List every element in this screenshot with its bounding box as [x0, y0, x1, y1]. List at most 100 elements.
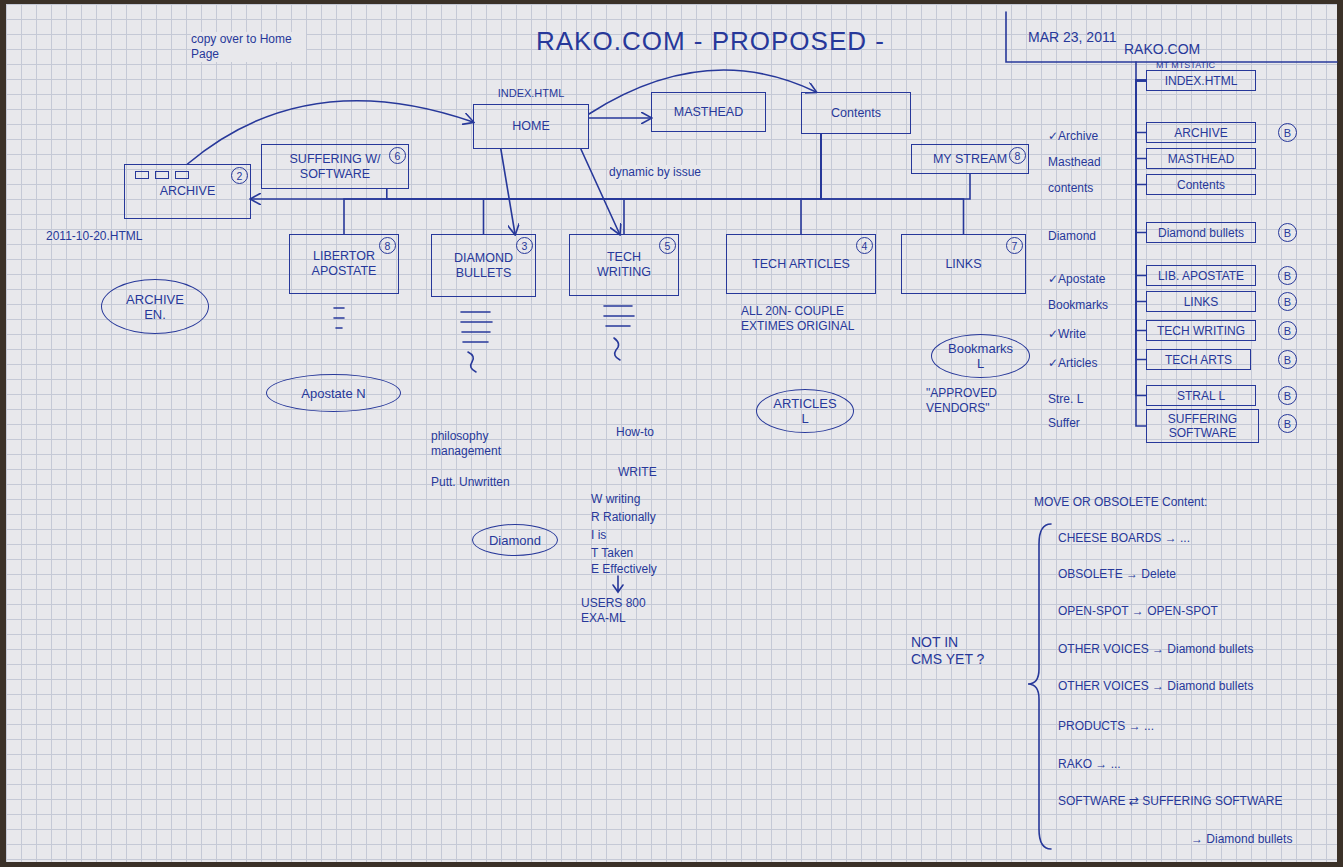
- file-box: SUFFERING SOFTWARE: [1146, 409, 1259, 443]
- text-holder: RAKO.COM: [1124, 40, 1200, 58]
- edge-label: copy over to Home Page: [191, 32, 306, 62]
- connector: [1136, 81, 1146, 276]
- text-holder: NOT IN CMS YET ?: [911, 634, 986, 668]
- page-box: SUFFERING W/ SOFTWARE6: [261, 144, 409, 189]
- note-text: Suffer: [1048, 416, 1080, 431]
- node-label: B: [1284, 268, 1291, 284]
- node-label: MY STREAM: [933, 152, 1007, 167]
- note-text: philosophy management: [431, 429, 526, 459]
- node-label: ARCHIVE EN.: [116, 292, 194, 322]
- file-box: MASTHEAD: [1146, 148, 1256, 169]
- node-label: LINKS: [945, 257, 981, 272]
- brace: [1028, 524, 1051, 849]
- note-text: "APPROVED VENDORS": [926, 386, 1026, 416]
- note-text: CHEESE BOARDS → ...: [1058, 531, 1190, 546]
- text-holder: Putt. Unwritten: [431, 472, 511, 490]
- node-label: 5: [665, 239, 671, 253]
- node-label: B: [1284, 125, 1291, 141]
- callout-number: 2: [231, 167, 248, 184]
- note-text: ✓Apostate: [1048, 272, 1105, 287]
- node-label: HOME: [512, 119, 550, 134]
- text-holder: ALL 20N- COUPLE EXTIMES ORIGINAL: [741, 304, 876, 334]
- status-badge: B: [1278, 386, 1297, 405]
- connector: [484, 134, 822, 234]
- text-holder: E Effectively: [591, 559, 657, 577]
- note-text: How-to: [616, 425, 654, 440]
- text-holder: MOVE OR OBSOLETE Content:: [1034, 492, 1207, 510]
- node-label: 8: [1015, 149, 1021, 163]
- text-holder: contents: [1048, 178, 1093, 196]
- text-holder: ✓Apostate: [1048, 269, 1105, 287]
- text-holder: ✓Write: [1048, 324, 1086, 342]
- text-holder: SOFTWARE ⇄ SUFFERING SOFTWARE: [1058, 791, 1283, 809]
- note-text: RAKO → ...: [1058, 757, 1121, 772]
- down-arrow: [613, 576, 623, 592]
- connector: [1136, 81, 1146, 233]
- text-holder: → Diamond bullets: [1191, 829, 1292, 847]
- note-text: ✓Articles: [1048, 356, 1097, 371]
- status-badge: B: [1278, 321, 1297, 340]
- connector: [821, 134, 964, 234]
- file-box: Diamond bullets: [1146, 222, 1256, 243]
- note-text: SOFTWARE ⇄ SUFFERING SOFTWARE: [1058, 794, 1283, 809]
- node-label: ARCHIVE: [1174, 126, 1227, 140]
- text-holder: T Taken: [591, 543, 633, 561]
- note-text: R Rationally: [591, 510, 656, 525]
- page-box: TECH ARTICLES4: [726, 234, 876, 294]
- node-label: B: [1284, 225, 1291, 241]
- page-box: LINKS 7: [901, 234, 1026, 294]
- callout-number: 8: [379, 237, 396, 254]
- node-label: TECH ARTS: [1165, 353, 1232, 367]
- connector: [1136, 81, 1146, 360]
- node-label: TECH ARTICLES: [752, 257, 850, 272]
- connector: [1136, 81, 1146, 427]
- node-label: Diamond: [489, 533, 541, 548]
- note-text: PRODUCTS → ...: [1058, 719, 1154, 734]
- callout-number: 8: [1009, 147, 1026, 164]
- page-box: DIAMOND BULLETS 3: [431, 234, 536, 297]
- note-text: NOT IN CMS YET ?: [911, 634, 986, 668]
- text-holder: 2011-10-20.HTML: [46, 226, 143, 244]
- trunk-line: [1135, 62, 1137, 80]
- text-holder: W writing: [591, 489, 640, 507]
- file-box: LINKS: [1146, 291, 1256, 312]
- text-holder: OTHER VOICES → Diamond bullets: [1058, 639, 1253, 657]
- text-holder: RAKO → ...: [1058, 754, 1121, 772]
- page-heading: INDEX.HTML: [444, 86, 618, 101]
- edge-label: dynamic by issue: [609, 165, 701, 180]
- section-oval: ARCHIVE EN.: [101, 279, 209, 334]
- file-box: Contents: [1146, 174, 1256, 195]
- connector: [1136, 81, 1146, 302]
- callout-number: 3: [516, 237, 533, 254]
- text-holder: RAKO.COM - PROPOSED -: [536, 26, 885, 56]
- note-text: OPEN-SPOT → OPEN-SPOT: [1058, 604, 1218, 619]
- note-text: Masthead: [1048, 155, 1101, 170]
- connector: [1136, 81, 1146, 133]
- node-label: 8: [385, 239, 391, 253]
- status-badge: B: [1278, 292, 1297, 311]
- file-box: LIB. APOSTATE: [1146, 265, 1256, 286]
- note-text: T Taken: [591, 546, 633, 561]
- note-text: E Effectively: [591, 562, 657, 577]
- text-holder: Bookmarks: [1048, 295, 1108, 313]
- node-label: 3: [522, 239, 528, 253]
- note-text: Stre. L: [1048, 392, 1083, 407]
- note-text: OBSOLETE → Delete: [1058, 567, 1176, 582]
- status-badge: B: [1278, 123, 1297, 142]
- ink-strokes: [334, 12, 1337, 849]
- node-label: DIAMOND BULLETS: [452, 251, 515, 281]
- node-label: B: [1284, 294, 1291, 310]
- text-holder: OBSOLETE → Delete: [1058, 564, 1176, 582]
- section-oval: Apostate N: [266, 374, 401, 412]
- node-label: INDEX.HTML: [1165, 74, 1238, 88]
- section-oval: Bookmarks L: [931, 334, 1030, 378]
- file-box: STRAL L: [1146, 385, 1256, 406]
- note-text: USERS 800 EXA-ML: [581, 596, 656, 626]
- connector: [624, 134, 821, 234]
- text-holder: Stre. L: [1048, 389, 1083, 407]
- note-text: OTHER VOICES → Diamond bullets: [1058, 679, 1253, 694]
- node-label: 7: [1012, 239, 1018, 253]
- note-text: MT MTSTATIC: [1156, 59, 1215, 71]
- status-badge: B: [1278, 414, 1297, 433]
- node-label: SUFFERING W/ SOFTWARE: [282, 152, 388, 182]
